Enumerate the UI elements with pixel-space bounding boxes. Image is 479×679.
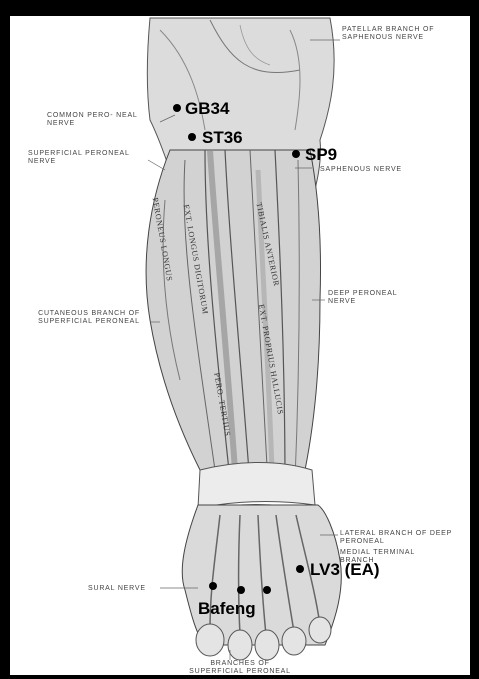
bafeng-point-dot-3 [263, 586, 271, 594]
lateral-branch-label: LATERAL BRANCH OF DEEP PERONEAL [340, 530, 460, 546]
gb34-point-dot [173, 104, 181, 112]
saphenous-nerve-label: SAPHENOUS NERVE [320, 166, 402, 174]
lv3-point-label: LV3 (EA) [310, 561, 380, 579]
branches-superficial-label: BRANCHES OF SUPERFICIAL PERONEAL [185, 660, 295, 676]
common-peroneal-nerve-label: COMMON PERO- NEAL NERVE [47, 112, 142, 128]
st36-point-label: ST36 [202, 129, 243, 147]
lv3-point-dot [296, 565, 304, 573]
sp9-point-dot [292, 150, 300, 158]
sural-nerve-label: SURAL NERVE [88, 585, 146, 593]
ankle-retinaculum [198, 463, 315, 509]
cutaneous-branch-label: CUTANEOUS BRANCH OF SUPERFICIAL PERONEAL [34, 310, 144, 326]
bafeng-point-dot-1 [209, 582, 217, 590]
bafeng-point-label: Bafeng [198, 600, 256, 618]
sp9-point-label: SP9 [305, 146, 337, 164]
superficial-peroneal-nerve-label: SUPERFICIAL PERONEAL NERVE [28, 150, 148, 166]
deep-peroneal-nerve-label: DEEP PERONEAL NERVE [328, 290, 408, 306]
gb34-point-label: GB34 [185, 100, 229, 118]
st36-point-dot [188, 133, 196, 141]
bafeng-point-dot-2 [237, 586, 245, 594]
patellar-nerve-label: PATELLAR BRANCH OF SAPHENOUS NERVE [342, 26, 462, 42]
